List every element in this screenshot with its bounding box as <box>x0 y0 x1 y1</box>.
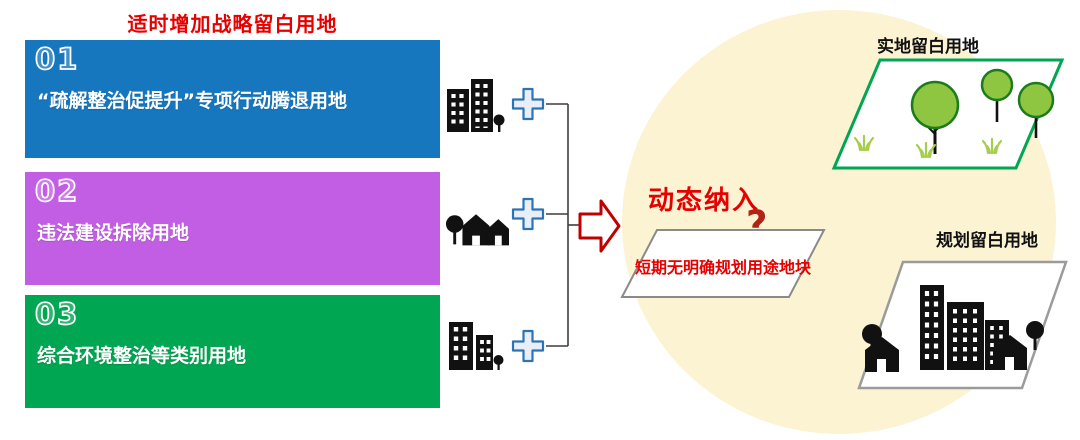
house-icon <box>862 324 899 372</box>
connector-lines <box>544 80 584 370</box>
box-1-label: “疏解整治促提升”专项行动腾退用地 <box>37 90 347 112</box>
tree-icon <box>980 68 1014 122</box>
plus-icon <box>510 196 546 232</box>
buildings-silhouette-icon <box>920 285 1009 370</box>
tree-icon <box>910 80 960 154</box>
planned-reserved-land-label: 规划留白用地 <box>936 231 1038 251</box>
field-land-parallelogram <box>818 54 1070 176</box>
parcel-label: 短期无明确规划用途地块 <box>634 258 811 277</box>
source-box-1: 01 “疏解整治促提升”专项行动腾退用地 <box>25 40 440 158</box>
source-box-2: 02 违法建设拆除用地 <box>25 172 440 285</box>
field-reserved-land-label: 实地留白用地 <box>877 37 979 57</box>
houses-icon <box>445 198 509 250</box>
box-3-label: 综合环境整治等类别用地 <box>37 345 247 367</box>
plus-icon <box>510 328 546 364</box>
plus-icon <box>510 86 546 122</box>
small-buildings-icon <box>446 316 504 370</box>
box-2-number: 02 <box>34 173 80 209</box>
source-box-3: 03 综合环境整治等类别用地 <box>25 295 440 408</box>
planned-land-parallelogram <box>843 256 1075 396</box>
box-3-number: 03 <box>34 296 80 332</box>
box-2-label: 违法建设拆除用地 <box>37 222 190 244</box>
tree-icon <box>1017 81 1055 138</box>
house-icon <box>993 321 1044 370</box>
city-buildings-icon <box>445 76 505 132</box>
diagram-title: 适时增加战略留白用地 <box>127 12 338 36</box>
box-1-number: 01 <box>34 41 80 77</box>
parcel-parallelogram <box>610 226 830 302</box>
block-arrow-right-icon <box>578 198 622 254</box>
dynamic-inclusion-label: 动态纳入 <box>648 186 761 216</box>
